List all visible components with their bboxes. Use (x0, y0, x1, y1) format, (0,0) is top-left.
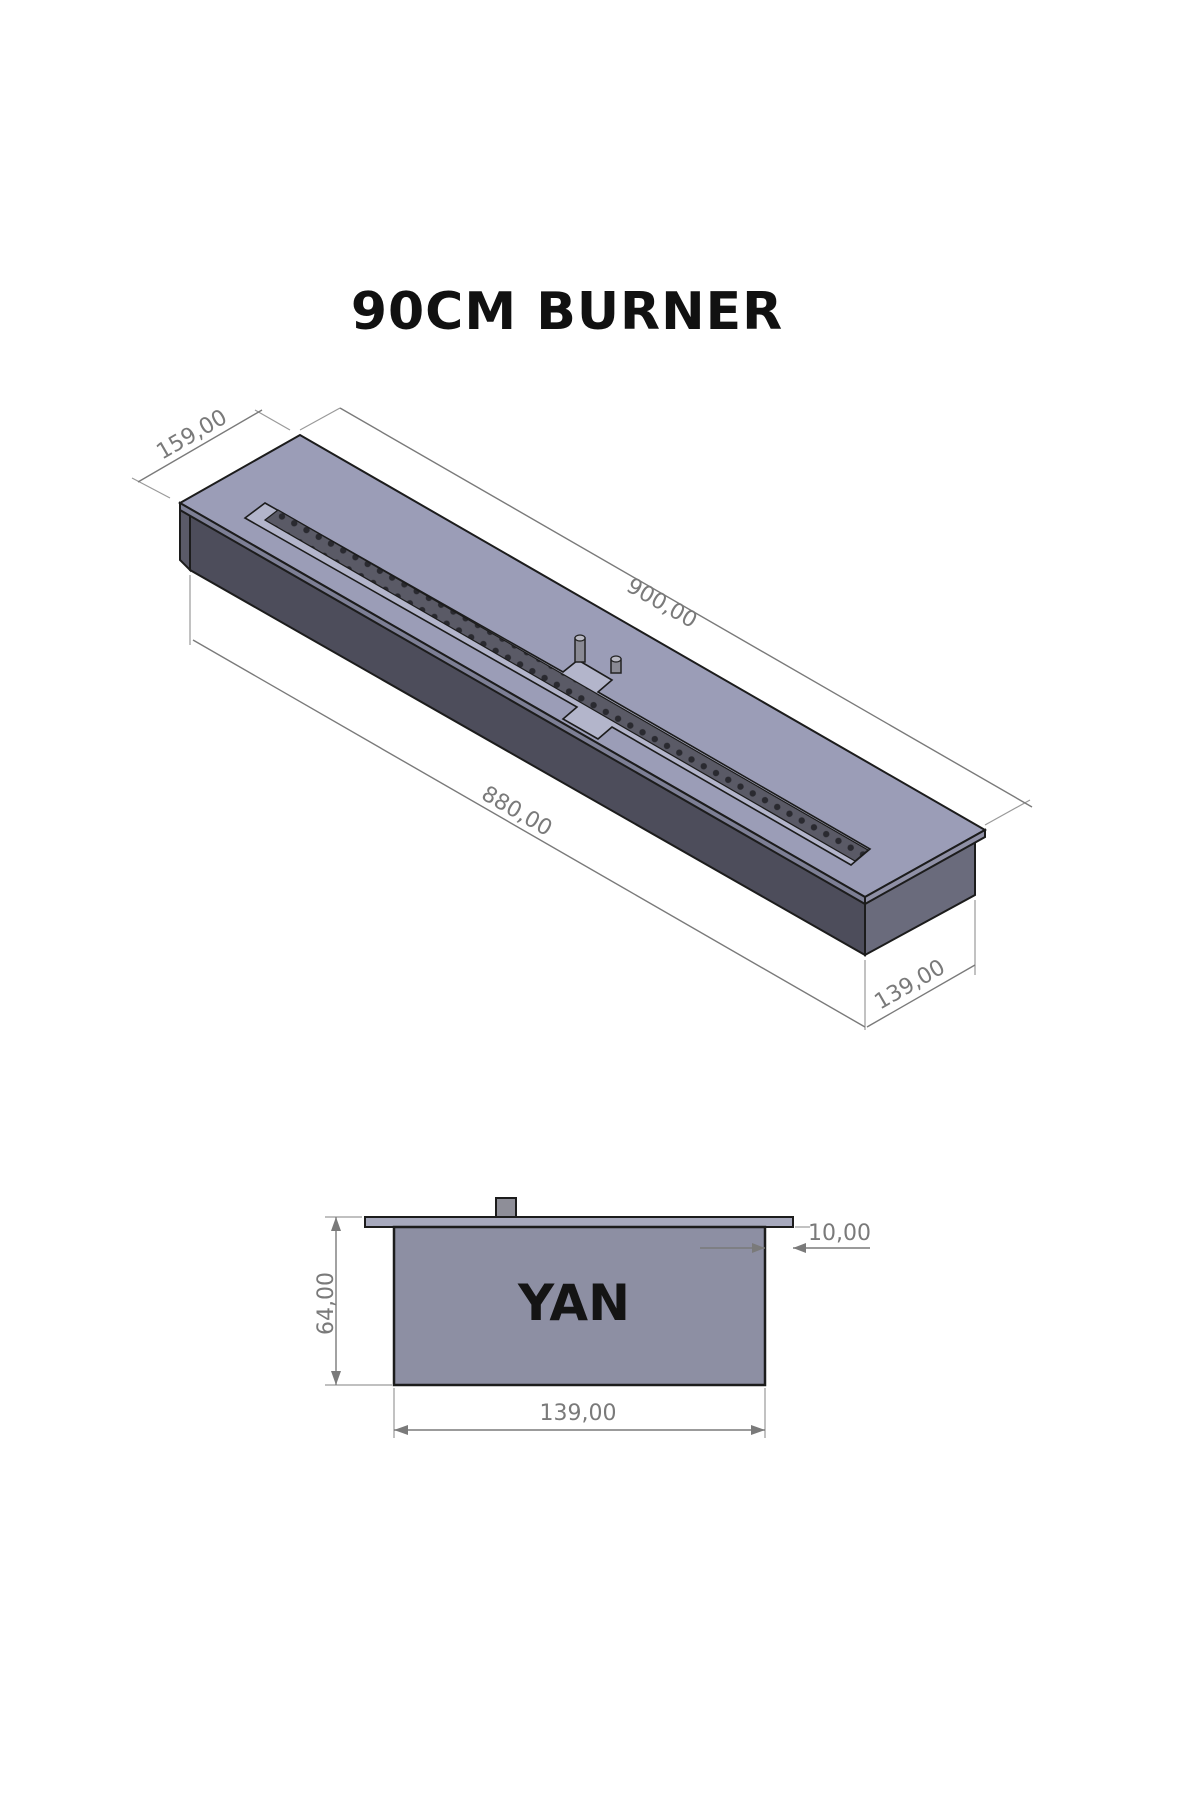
dimension-line-width (137, 409, 263, 483)
burner-perforated-channel (263, 509, 870, 862)
burner-plate-edge-end (864, 828, 986, 906)
dimension-side-width: 139,00 (540, 1401, 617, 1426)
side-view-body (392, 1225, 767, 1387)
page-title: 90CM BURNER (350, 282, 784, 342)
dimension-top-length: 900,00 (622, 574, 701, 634)
dimension-body-width: 139,00 (871, 955, 950, 1015)
side-view-label: YAN (517, 1274, 630, 1332)
side-view-knob (495, 1197, 517, 1218)
side-view-flange (364, 1216, 794, 1228)
dimension-flange: 10,00 (808, 1221, 871, 1246)
dimension-body-length: 880,00 (477, 782, 556, 842)
isometric-view: 159,00 900,00 880,00 139,00 (131, 405, 1033, 1030)
control-knob-secondary (610, 655, 622, 674)
dimension-line-body-width (866, 964, 976, 1028)
control-knob (574, 634, 586, 663)
dimension-height: 64,00 (314, 1272, 339, 1335)
dimension-line-body-length (192, 639, 866, 1028)
side-view: YAN 64,00 10,00 139,00 (314, 1197, 871, 1438)
dimension-line-top-length (339, 407, 1033, 808)
